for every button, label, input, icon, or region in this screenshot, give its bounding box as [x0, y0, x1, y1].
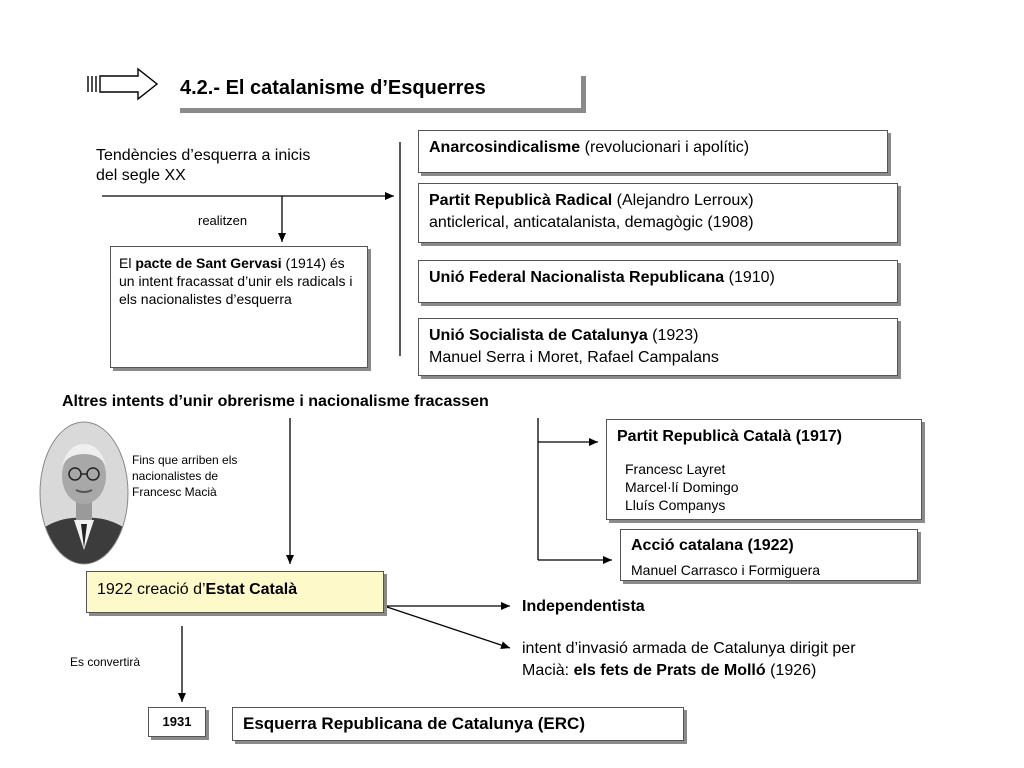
title-block: 4.2.- El catalanisme d’Esquerres — [180, 74, 586, 114]
accio-box: Acció catalana (1922) Manuel Carrasco i … — [620, 529, 918, 581]
francesc-macia-portrait — [39, 421, 129, 565]
accio-title: Acció catalana (1922) — [631, 537, 794, 554]
realitzen-label: realitzen — [198, 213, 248, 228]
es-convertira-label: Es convertirà — [70, 655, 141, 669]
invasio-text: intent d’invasió armada de Catalunya dir… — [522, 640, 856, 679]
party-box-unio-federal: Unió Federal Nacionalista Republicana (1… — [418, 260, 898, 303]
intro-text: Tendències d’esquerra a inicis del segle… — [96, 147, 311, 184]
party-box-radical: Partit Republicà Radical (Alejandro Lerr… — [418, 183, 898, 243]
independentista-label: Independentista — [522, 598, 645, 615]
prc-box: Partit Republicà Català (1917) Francesc … — [606, 419, 922, 520]
hollow-right-arrow-icon — [87, 67, 159, 101]
party-box-unio-socialista: Unió Socialista de Catalunya (1923) Manu… — [418, 318, 898, 376]
pacte-box: El pacte de Sant Gervasi (1914) és un in… — [110, 246, 368, 368]
page-title: 4.2.- El catalanisme d’Esquerres — [180, 77, 486, 99]
prc-title: Partit Republicà Català (1917) — [617, 428, 842, 445]
prc-members: Francesc Layret Marcel·lí Domingo Lluís … — [625, 461, 739, 513]
arrow-to-invasio — [383, 605, 511, 649]
title-underline — [180, 108, 586, 113]
title-bracket — [581, 76, 586, 113]
erc-box: Esquerra Republicana de Catalunya (ERC) — [232, 707, 684, 741]
estat-catala-box: 1922 creació d’Estat Català — [86, 571, 384, 613]
year-1931-box: 1931 — [148, 707, 206, 737]
macia-caption: Fins que arriben els nacionalistes de Fr… — [132, 453, 238, 499]
accio-sub: Manuel Carrasco i Formiguera — [631, 562, 821, 578]
altres-heading: Altres intents d’unir obrerisme i nacion… — [62, 393, 489, 410]
party-box-anarcosindicalisme: Anarcosindicalisme (revolucionari i apol… — [418, 130, 888, 173]
